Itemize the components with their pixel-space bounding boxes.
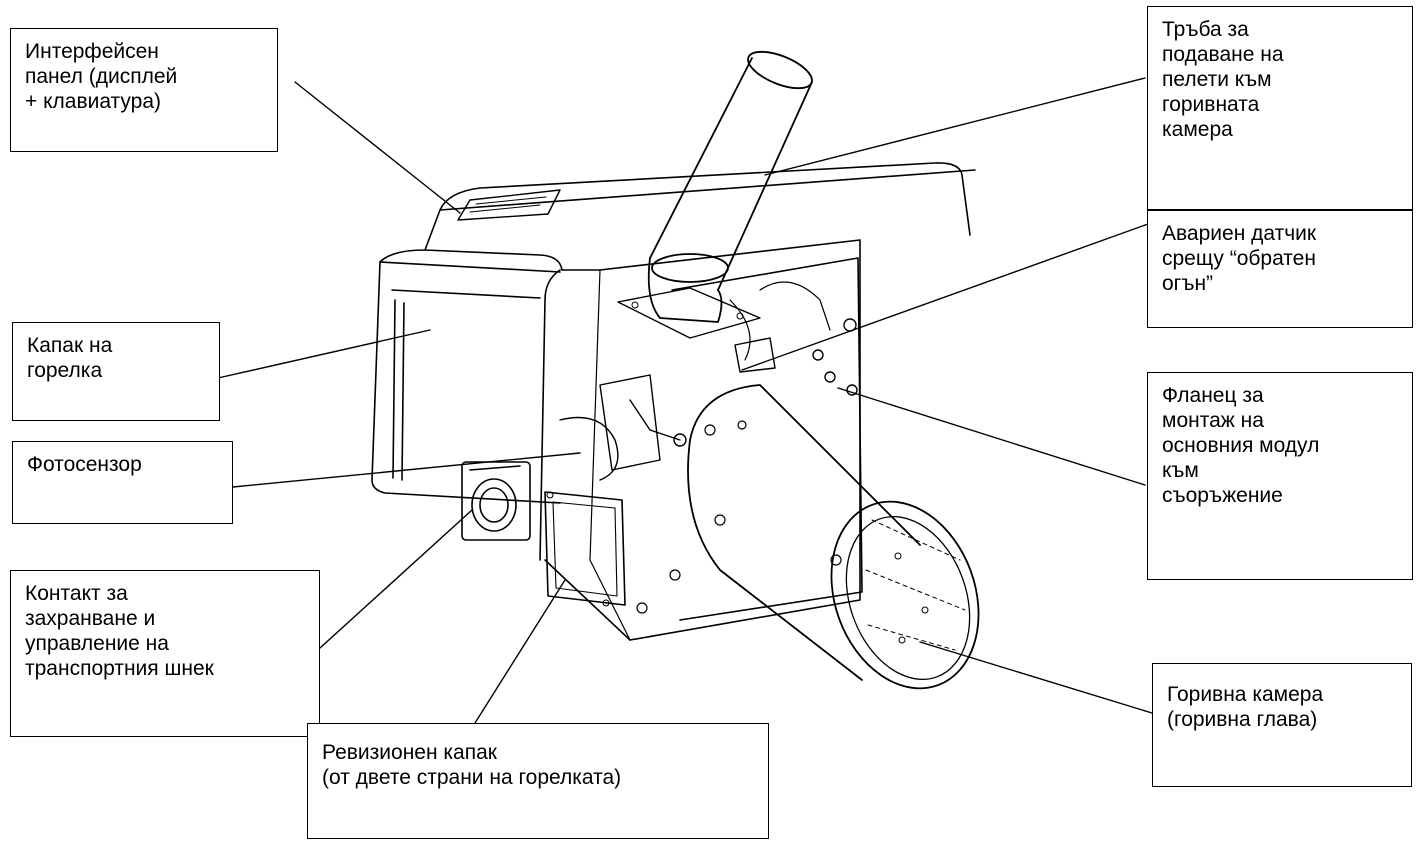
power-socket-drawing	[461, 461, 531, 541]
leader-revision-cover	[474, 579, 566, 724]
photosensor-drawing	[559, 374, 687, 481]
leader-mounting-flange	[837, 387, 1146, 486]
leader-emergency-sensor	[741, 223, 1149, 371]
label-interface-panel: Интерфейсен панел (дисплей + клавиатура)	[10, 28, 278, 152]
emergency-sensor-drawing	[734, 281, 858, 396]
label-feed-tube: Тръба за подаване на пелети към горивнат…	[1147, 6, 1413, 210]
label-mounting-flange: Фланец за монтаж на основния модул към с…	[1147, 372, 1413, 580]
label-power-socket: Контакт за захранване и управление на тр…	[10, 570, 320, 737]
leader-power-socket	[319, 509, 473, 649]
interface-panel-ridge	[457, 189, 561, 221]
leader-interface-panel	[294, 81, 461, 214]
label-combustion-chamber: Горивна камера (горивна глава)	[1152, 663, 1412, 787]
combustion-chamber-drawing	[687, 384, 980, 690]
leader-photosensor	[232, 452, 581, 488]
feed-tube-mounting-plate	[617, 287, 761, 339]
revision-cover-drawing	[544, 491, 626, 607]
label-burner-cover: Капак на горелка	[12, 322, 220, 421]
leader-feed-tube	[764, 77, 1146, 176]
mounting-flange-plate	[671, 257, 863, 621]
label-photosensor: Фотосензор	[12, 441, 233, 524]
label-emergency-sensor: Авариен датчик срещу “обратен огън”	[1147, 210, 1413, 328]
leader-burner-cover	[217, 329, 431, 379]
label-revision-cover: Ревизионен капак (от двете страни на гор…	[307, 723, 769, 839]
feed-tube-drawing	[617, 50, 813, 361]
leader-combustion-chamber	[919, 641, 1153, 714]
burner-housing	[371, 162, 976, 641]
